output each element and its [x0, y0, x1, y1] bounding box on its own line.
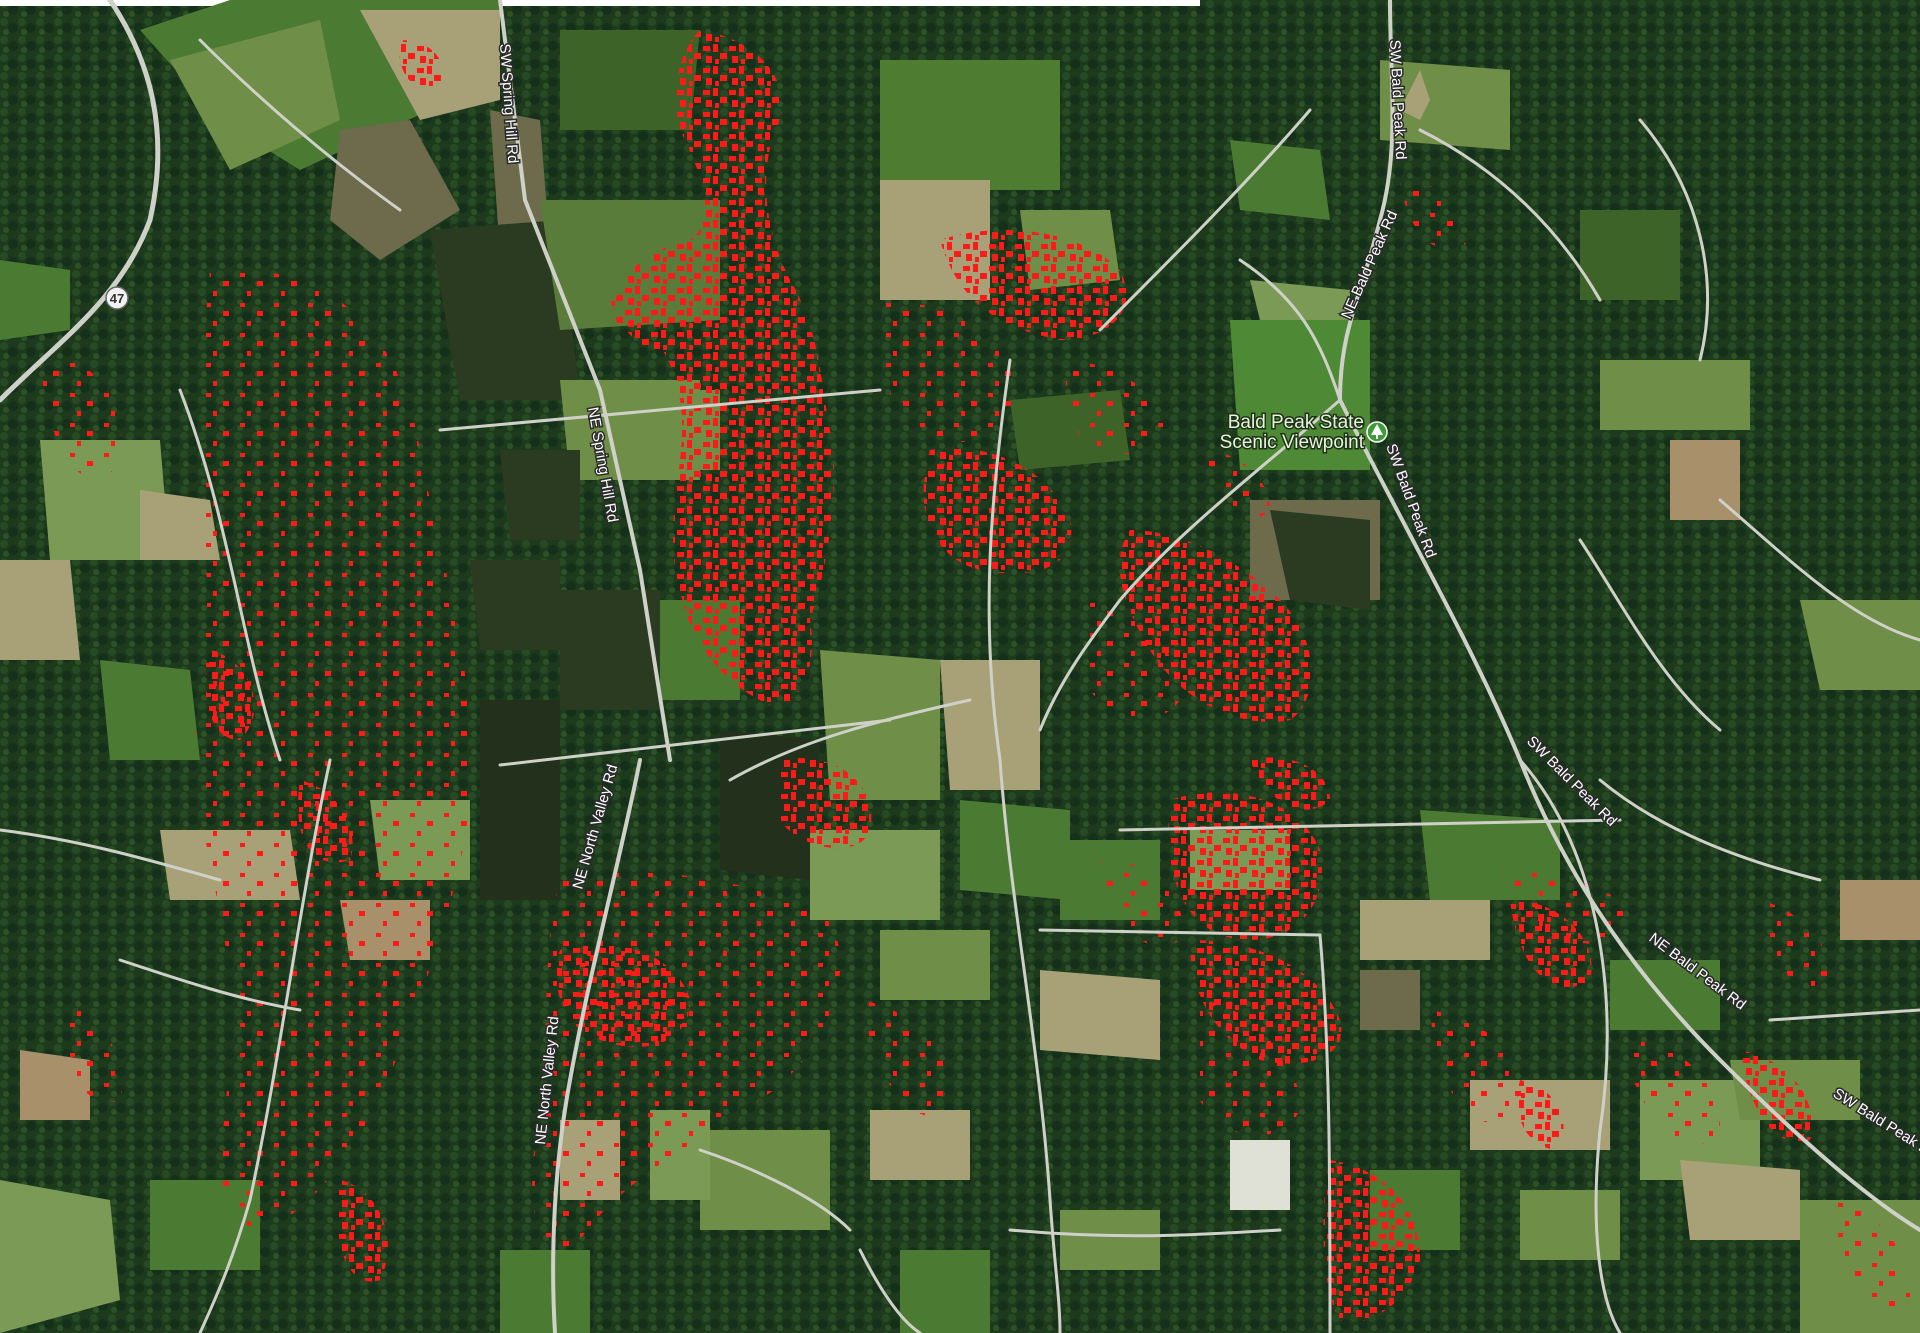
highway-shield-number: 47 — [110, 291, 124, 306]
poi-label-line2: Scenic Viewpoint — [1220, 432, 1365, 453]
park-icon[interactable] — [1366, 421, 1388, 443]
red-sparse-overlay — [40, 180, 1910, 1309]
route-shield-icon — [105, 286, 129, 310]
highway-47-shield[interactable]: 47 — [105, 286, 129, 310]
poi-label-line1: Bald Peak State — [1228, 412, 1364, 433]
top-white-band — [0, 0, 1200, 6]
poi-bald-peak-viewpoint[interactable]: Bald Peak State Scenic Viewpoint — [1218, 411, 1388, 455]
